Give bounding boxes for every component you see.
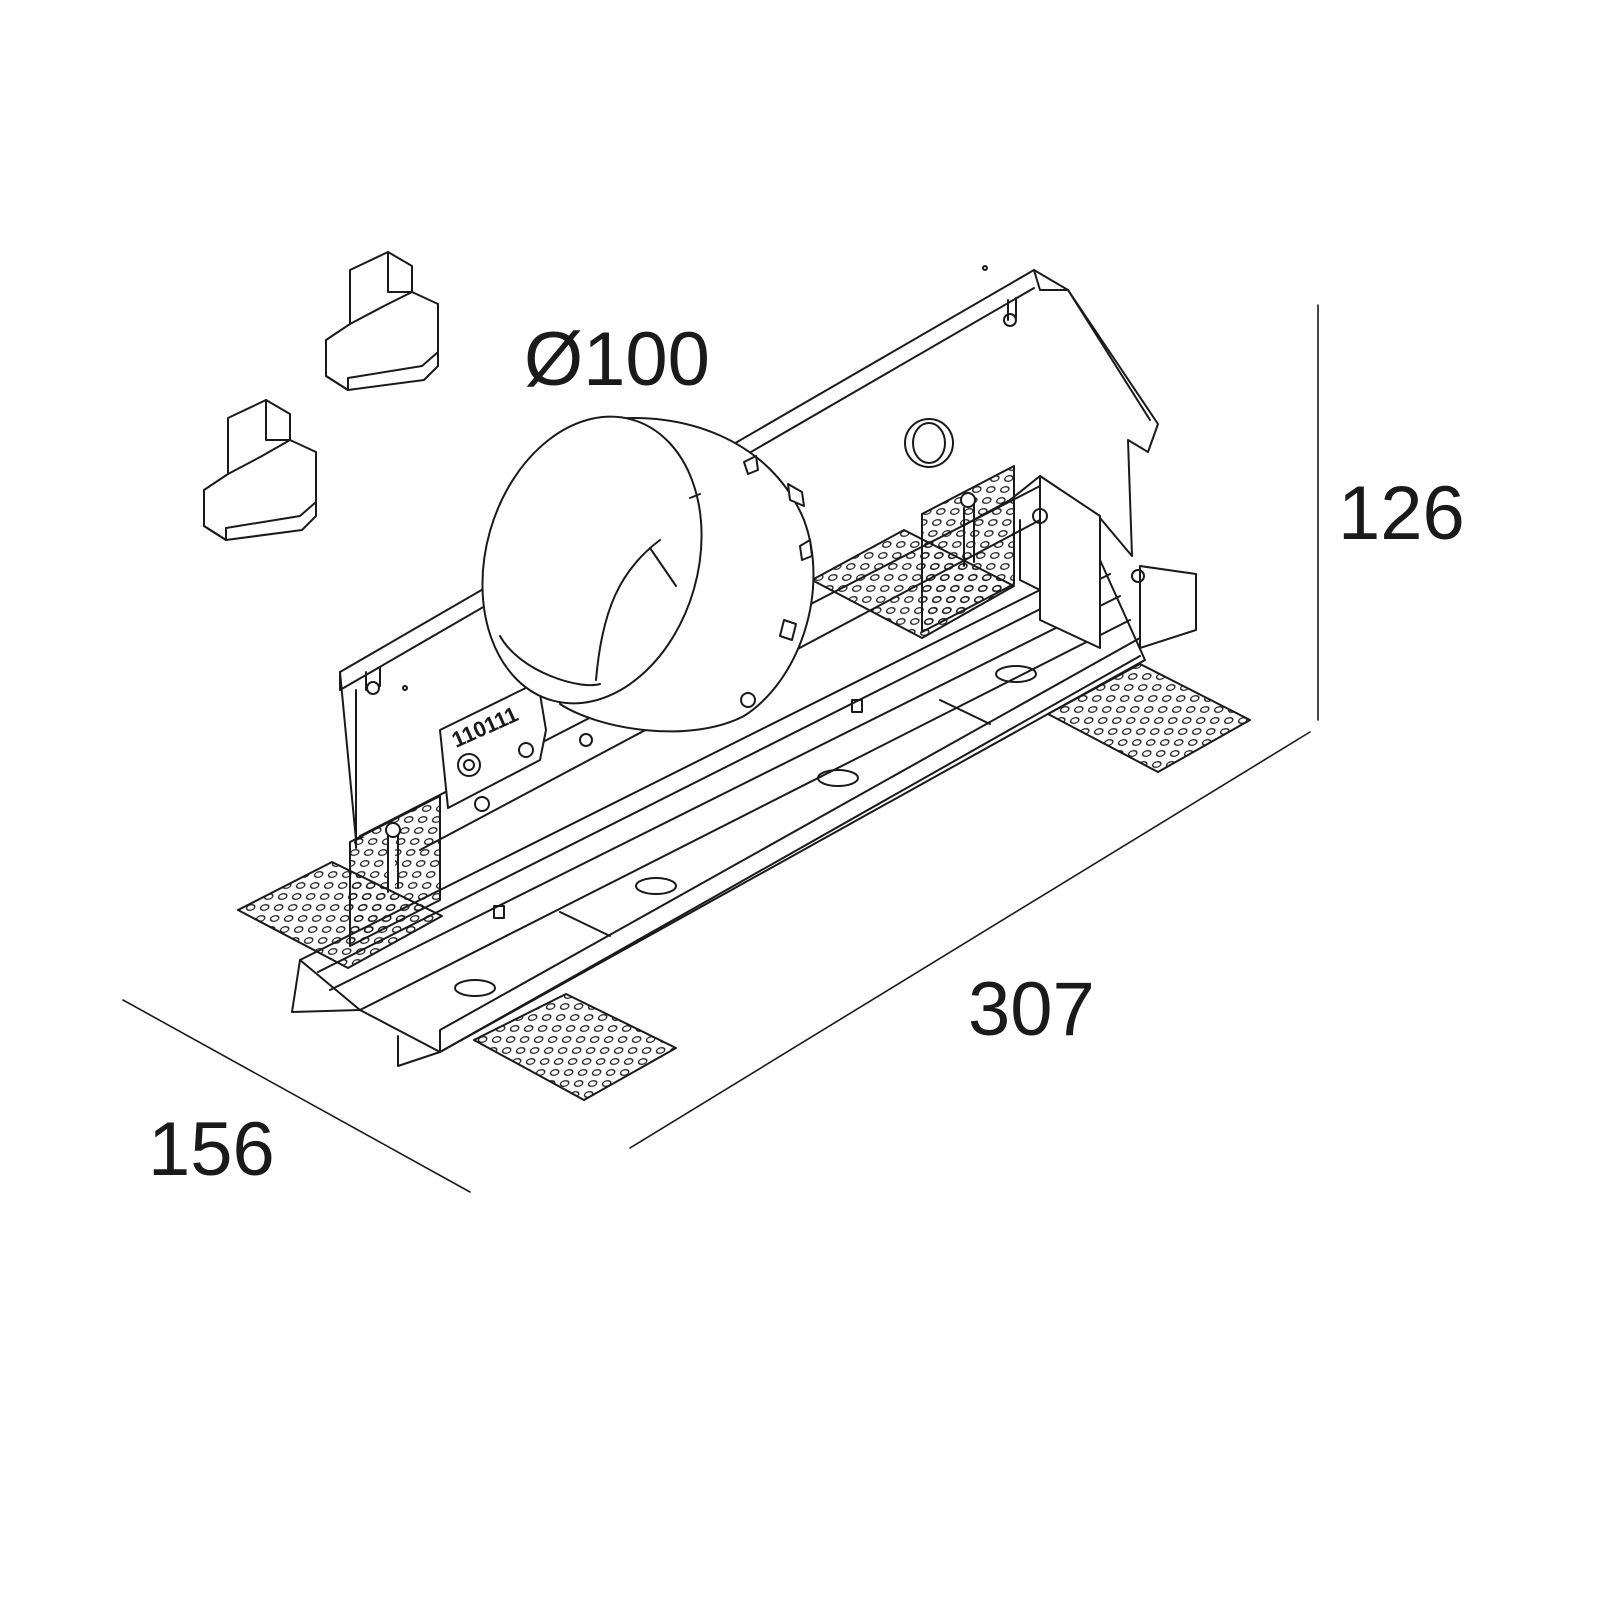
corner-connector-left [203, 399, 317, 541]
corner-connector-right [325, 251, 439, 391]
perforated-plate-front-right [1047, 663, 1251, 773]
perforated-plate-mid-right [811, 529, 1015, 639]
perforated-plate-front-middle [473, 993, 677, 1101]
perforated-plate-front-left [237, 861, 443, 969]
lamp-ring-cylinder [481, 415, 815, 733]
height-label: 126 [1338, 471, 1465, 556]
width-label: 156 [148, 1107, 275, 1192]
diameter-label: Ø100 [524, 317, 710, 402]
length-label: 307 [968, 967, 1095, 1052]
end-bracket [1019, 475, 1197, 649]
dial-icon [457, 753, 481, 777]
width-dimension-line [122, 999, 471, 1193]
length-dimension-line [629, 731, 1311, 1149]
label-plate [439, 681, 593, 812]
bottom-rail [291, 559, 1146, 1067]
